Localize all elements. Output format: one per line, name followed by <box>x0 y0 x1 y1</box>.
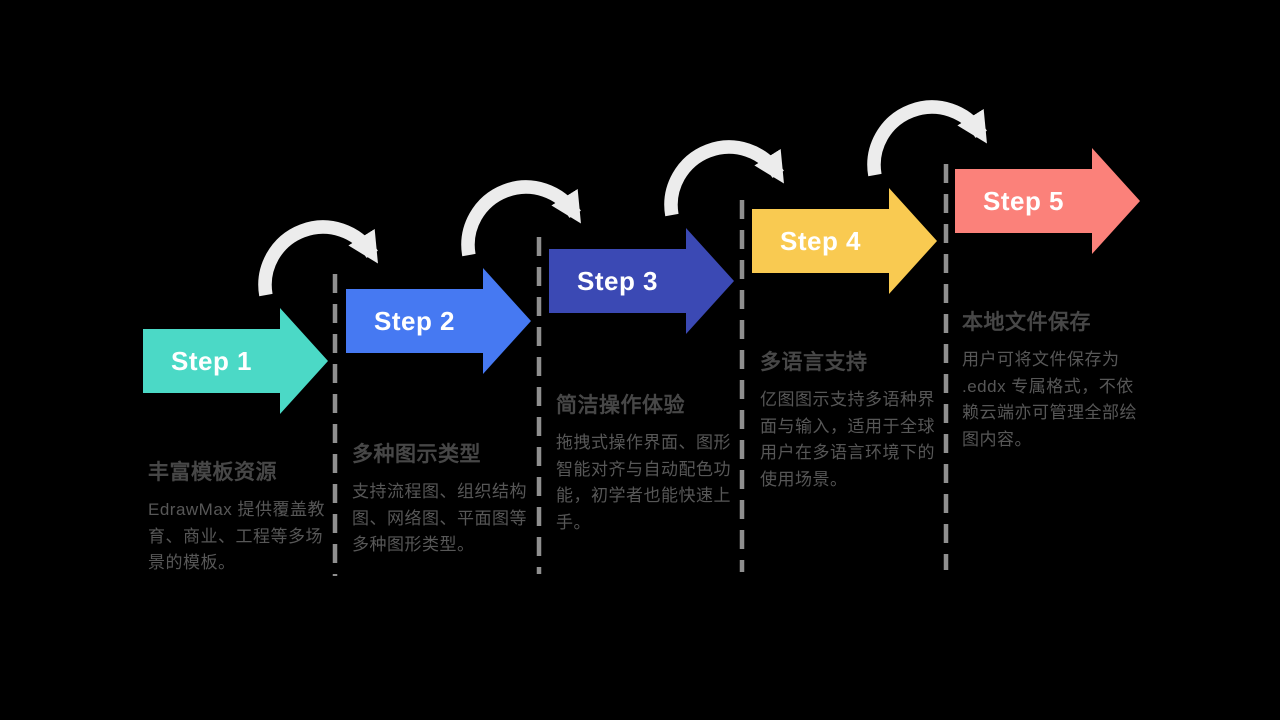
step3-arrow-shape: Step 3 <box>549 228 734 334</box>
step5-heading: 本地文件保存 <box>962 311 1091 334</box>
step4-description: 多语言支持 亿图图示支持多语种界 面与输入，适用于全球 用户在多语言环境下的 使… <box>760 350 942 493</box>
step1-label: Step 1 <box>170 345 253 376</box>
step1-description: 丰富模板资源 EdrawMax 提供覆盖教 育、商业、工程等多场 景的模板。 <box>148 460 330 577</box>
step3-description: 简洁操作体验 拖拽式操作界面、图形 智能对齐与自动配色功 能，初学者也能快速上 … <box>556 393 738 536</box>
step5-arrow-shape: Step 5 <box>955 148 1140 254</box>
step5-label: Step 5 <box>982 185 1065 216</box>
step2-description: 多种图示类型 支持流程图、组织结构 图、网络图、平面图等 多种图形类型。 <box>352 442 534 559</box>
step4-body: 亿图图示支持多语种界 面与输入，适用于全球 用户在多语言环境下的 使用场景。 <box>760 390 935 489</box>
step4-heading: 多语言支持 <box>760 351 868 374</box>
step2-label: Step 2 <box>373 305 456 336</box>
step2-arrow-shape: Step 2 <box>346 268 531 374</box>
curved-arrow-icon-1 <box>258 220 378 297</box>
step3-heading: 简洁操作体验 <box>556 394 685 417</box>
step5-body: 用户可将文件保存为 .eddx 专属格式，不依 赖云端亦可管理全部绘 图内容。 <box>962 350 1137 449</box>
step1-arrow-shape: Step 1 <box>143 308 328 414</box>
step1-heading: 丰富模板资源 <box>148 461 277 484</box>
step2-body: 支持流程图、组织结构 图、网络图、平面图等 多种图形类型。 <box>352 482 527 554</box>
step4-label: Step 4 <box>779 225 862 256</box>
curved-arrow-icon-2 <box>461 180 581 257</box>
step4-arrow-shape: Step 4 <box>752 188 937 294</box>
step2-heading: 多种图示类型 <box>352 443 481 466</box>
curved-arrow-icon-3 <box>664 140 784 217</box>
step5-description: 本地文件保存 用户可将文件保存为 .eddx 专属格式，不依 赖云端亦可管理全部… <box>962 310 1144 453</box>
step3-body: 拖拽式操作界面、图形 智能对齐与自动配色功 能，初学者也能快速上 手。 <box>556 433 731 532</box>
step3-label: Step 3 <box>576 265 659 296</box>
step1-body: EdrawMax 提供覆盖教 育、商业、工程等多场 景的模板。 <box>148 500 326 572</box>
curved-arrow-icon-4 <box>867 100 987 177</box>
